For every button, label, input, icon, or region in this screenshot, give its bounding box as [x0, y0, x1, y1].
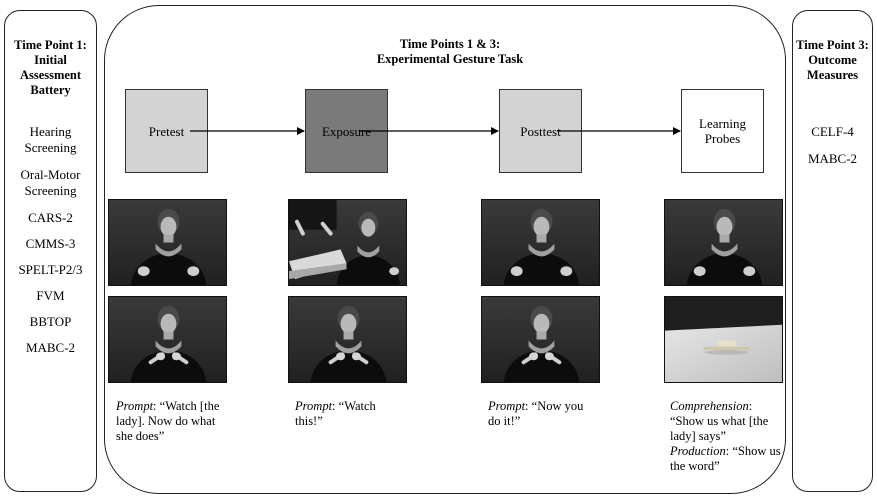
list-item-celf4: CELF-4	[811, 124, 854, 139]
outcome-measures-list: CELF-4 MABC-2	[792, 124, 873, 178]
left-panel-title: Time Point 1: Initial Assessment Battery	[14, 38, 87, 97]
list-item-spelt: SPELT-P2/3	[18, 262, 83, 277]
stage-box-posttest: Posttest	[499, 89, 582, 173]
list-item-mabc2-outcome: MABC-2	[807, 151, 858, 166]
right-panel-title: Time Point 3: Outcome Measures	[796, 38, 869, 82]
photo-pretest-row1	[108, 199, 227, 286]
photo-probes-row1	[664, 199, 783, 286]
list-item-cars2: CARS-2	[28, 210, 73, 225]
list-item-cmms3: CMMS-3	[25, 236, 76, 251]
caption-probes: Comprehension: “Show us what [the lady] …	[670, 399, 781, 473]
caption-pretest: Prompt: “Watch [the lady]. Now do what s…	[116, 399, 220, 443]
left-panel	[4, 10, 97, 492]
photo-posttest-row2	[481, 296, 600, 383]
caption-posttest: Prompt: “Now you do it!”	[488, 399, 584, 428]
photo-exposure-row2	[288, 296, 407, 383]
list-item-bbtop: BBTOP	[29, 314, 72, 329]
center-panel-title: Time Points 1 & 3: Experimental Gesture …	[376, 37, 524, 66]
list-item-fvm: FVM	[36, 288, 65, 303]
photo-probes-object	[664, 296, 783, 383]
list-item-mabc2: MABC-2	[25, 340, 76, 355]
right-panel	[792, 10, 873, 492]
photo-posttest-row1	[481, 199, 600, 286]
photo-exposure-row1	[288, 199, 407, 286]
photo-pretest-row2	[108, 296, 227, 383]
caption-exposure: Prompt: “Watch this!”	[295, 399, 376, 428]
